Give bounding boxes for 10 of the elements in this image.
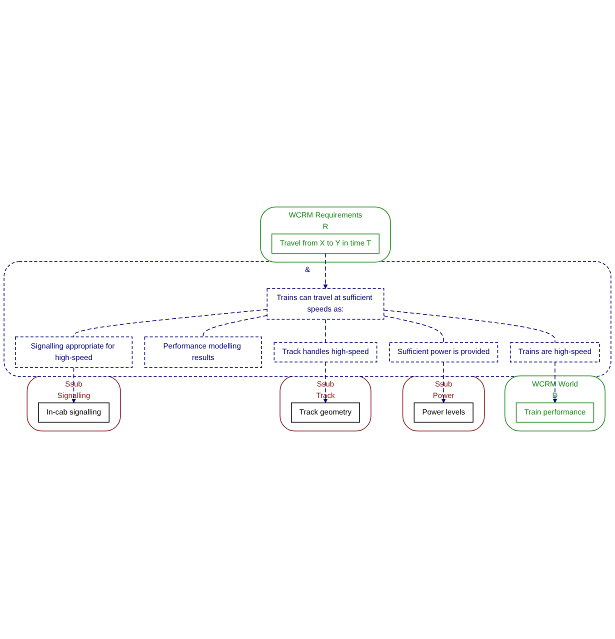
arrow — [323, 253, 328, 290]
arrow — [72, 368, 76, 404]
connector — [384, 316, 444, 344]
connector — [384, 310, 556, 344]
arrow — [323, 362, 328, 404]
connector — [73, 310, 268, 338]
arrow — [441, 362, 446, 404]
connector — [202, 316, 268, 338]
arrow — [552, 362, 558, 404]
connector — [325, 319, 326, 344]
